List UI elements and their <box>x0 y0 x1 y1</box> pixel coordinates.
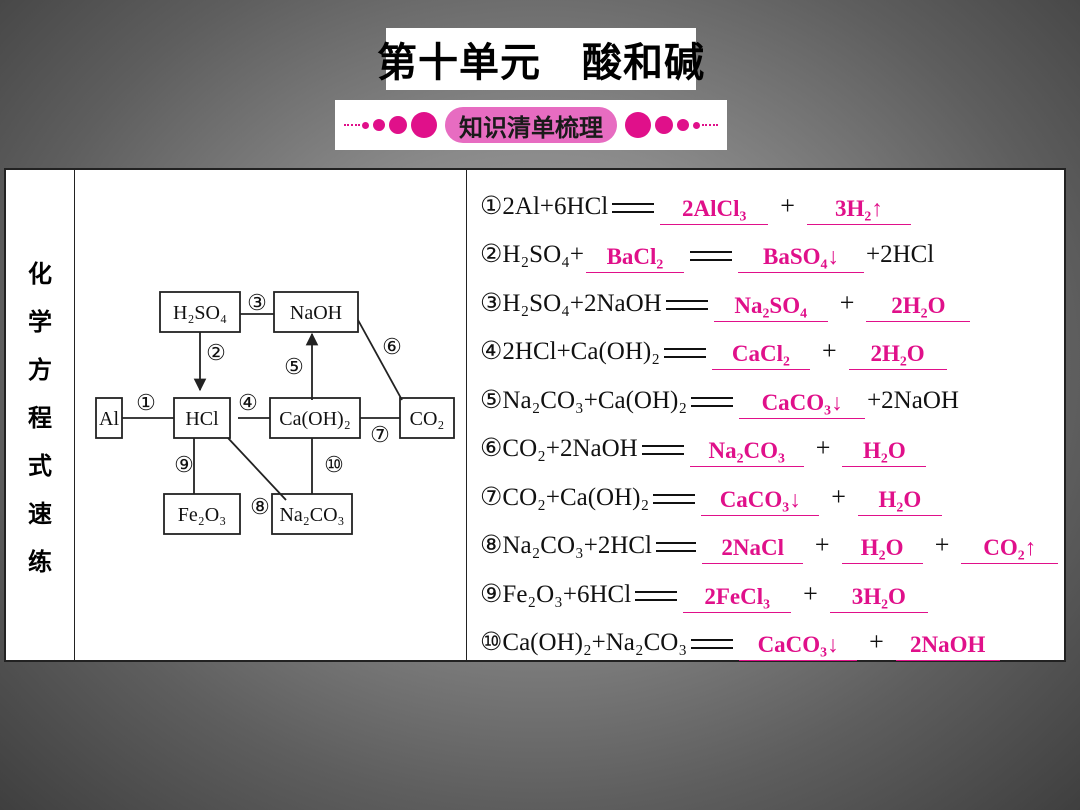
equation-lhs: ⑨Fe₂O₃+6HCl <box>480 580 632 608</box>
side-label-char: 方 <box>28 356 52 384</box>
node-caoh2: Ca(OH)₂ <box>279 408 350 430</box>
answer-blank: CaCl₂ <box>711 341 810 370</box>
answer-blank: Na₂SO₄ <box>713 293 828 322</box>
content-table: 化 学 方 程 式 速 练 <box>4 168 1066 662</box>
side-label-char: 速 <box>28 500 52 528</box>
side-label-char: 式 <box>28 452 52 480</box>
node-na2co3: Na₂CO₃ <box>279 504 344 526</box>
equation-lhs: ⑦CO₂+Ca(OH)₂ <box>480 483 650 511</box>
side-label: 化 学 方 程 式 速 练 <box>6 250 74 586</box>
answer-blank: CaCO₃↓ <box>739 390 866 419</box>
edge-label-2: ② <box>206 340 226 365</box>
equals-sign <box>612 202 655 213</box>
side-label-char: 化 <box>28 260 52 288</box>
answer-blank: CaCO₃↓ <box>701 487 820 516</box>
equation-row: ②H₂SO₄+ BaCl₂ BaSO₄↓ +2HCl <box>480 225 1060 273</box>
side-label-char: 学 <box>28 308 52 336</box>
equals-sign <box>691 396 734 407</box>
equation-list: ①2Al+6HCl 2AlCl₃ + 3H₂↑ ②H₂SO₄+ BaCl₂ Ba… <box>480 176 1060 661</box>
equation-lhs: ⑩Ca(OH)₂+Na₂CO₃ <box>480 629 688 656</box>
equals-sign <box>641 445 684 455</box>
node-al: Al <box>99 408 119 430</box>
banner-dots-right <box>623 112 718 138</box>
equation-tail: +2NaOH <box>867 386 959 414</box>
answer-blank: H₂O <box>841 535 923 564</box>
equation-row: ⑩Ca(OH)₂+Na₂CO₃ CaCO₃↓ + 2NaOH <box>480 613 1060 661</box>
answer-blank: H₂O <box>842 438 927 467</box>
side-label-char: 练 <box>28 548 52 576</box>
answer-blank: BaCl₂ <box>585 244 684 273</box>
answer-blank: 3H₂O <box>829 584 928 613</box>
equation-row: ④2HCl+Ca(OH)₂ CaCl₂ + 2H₂O <box>480 322 1060 370</box>
equation-lhs: ⑤Na₂CO₃+Ca(OH)₂ <box>480 386 688 414</box>
section-banner: 知识清单梳理 <box>335 100 727 150</box>
node-co2: CO₂ <box>410 408 445 430</box>
answer-blank: CO₂↑ <box>961 535 1058 564</box>
edge-label-8: ⑧ <box>250 494 270 519</box>
equation-row: ③H₂SO₄+2NaOH Na₂SO₄ + 2H₂O <box>480 273 1060 322</box>
equation-lhs: ②H₂SO₄+ <box>480 241 584 268</box>
answer-blank: 2NaCl <box>702 535 803 564</box>
equation-lhs: ⑧Na₂CO₃+2HCl <box>480 532 652 559</box>
equals-sign <box>665 299 708 310</box>
section-banner-label: 知识清单梳理 <box>445 107 617 143</box>
equals-sign <box>635 590 678 601</box>
node-fe2o3: Fe₂O₃ <box>178 504 226 526</box>
answer-blank: 2H₂O <box>848 341 947 370</box>
side-label-char: 程 <box>28 404 52 432</box>
answer-blank: CaCO₃↓ <box>739 632 858 661</box>
banner-dots-left <box>344 112 439 138</box>
edge-label-9: ⑨ <box>174 452 194 477</box>
node-naoh: NaOH <box>290 302 342 324</box>
equals-sign <box>663 348 706 358</box>
equation-row: ⑤Na₂CO₃+Ca(OH)₂ CaCO₃↓ +2NaOH <box>480 370 1060 419</box>
answer-blank: 2H₂O <box>866 293 971 322</box>
answer-blank: H₂O <box>857 487 942 516</box>
equation-lhs: ⑥CO₂+2NaOH <box>480 435 638 462</box>
column-divider <box>466 170 467 660</box>
equals-sign <box>653 493 696 504</box>
edge-label-3: ③ <box>247 290 267 315</box>
edge-label-5: ⑤ <box>284 354 304 379</box>
column-divider <box>74 170 75 660</box>
equation-lhs: ④2HCl+Ca(OH)₂ <box>480 338 660 365</box>
equation-lhs: ①2Al+6HCl <box>480 192 609 220</box>
answer-blank: 2AlCl₃ <box>660 196 769 225</box>
equation-row: ⑨Fe₂O₃+6HCl 2FeCl₃ + 3H₂O <box>480 564 1060 613</box>
answer-blank: 3H₂↑ <box>806 196 911 225</box>
equals-sign <box>689 251 732 261</box>
equation-row: ⑦CO₂+Ca(OH)₂ CaCO₃↓ + H₂O <box>480 467 1060 516</box>
edge-label-10: ⑩ <box>324 452 344 477</box>
page-title: 第十单元 酸和碱 <box>377 28 704 90</box>
equals-sign <box>656 542 697 552</box>
answer-blank: 2NaOH <box>895 632 1000 661</box>
answer-blank: BaSO₄↓ <box>737 244 864 273</box>
edge-label-6: ⑥ <box>382 334 402 359</box>
edge-label-4: ④ <box>238 390 258 415</box>
answer-blank: Na₂CO₃ <box>689 438 804 467</box>
reaction-diagram: H₂SO₄ NaOH Al HCl Ca(OH)₂ CO₂ Fe₂O₃ Na₂C… <box>88 280 458 555</box>
equation-tail: +2HCl <box>865 241 935 268</box>
equation-lhs: ③H₂SO₄+2NaOH <box>480 289 662 317</box>
node-h2so4: H₂SO₄ <box>173 302 227 324</box>
equation-row: ⑧Na₂CO₃+2HCl 2NaCl + H₂O + CO₂↑ <box>480 516 1060 564</box>
equation-row: ⑥CO₂+2NaOH Na₂CO₃ + H₂O <box>480 419 1060 467</box>
equation-row: ①2Al+6HCl 2AlCl₃ + 3H₂↑ <box>480 176 1060 225</box>
node-hcl: HCl <box>185 408 219 430</box>
edge-label-7: ⑦ <box>370 422 390 447</box>
edge-label-1: ① <box>136 390 156 415</box>
answer-blank: 2FeCl₃ <box>683 584 792 613</box>
equals-sign <box>691 639 734 649</box>
